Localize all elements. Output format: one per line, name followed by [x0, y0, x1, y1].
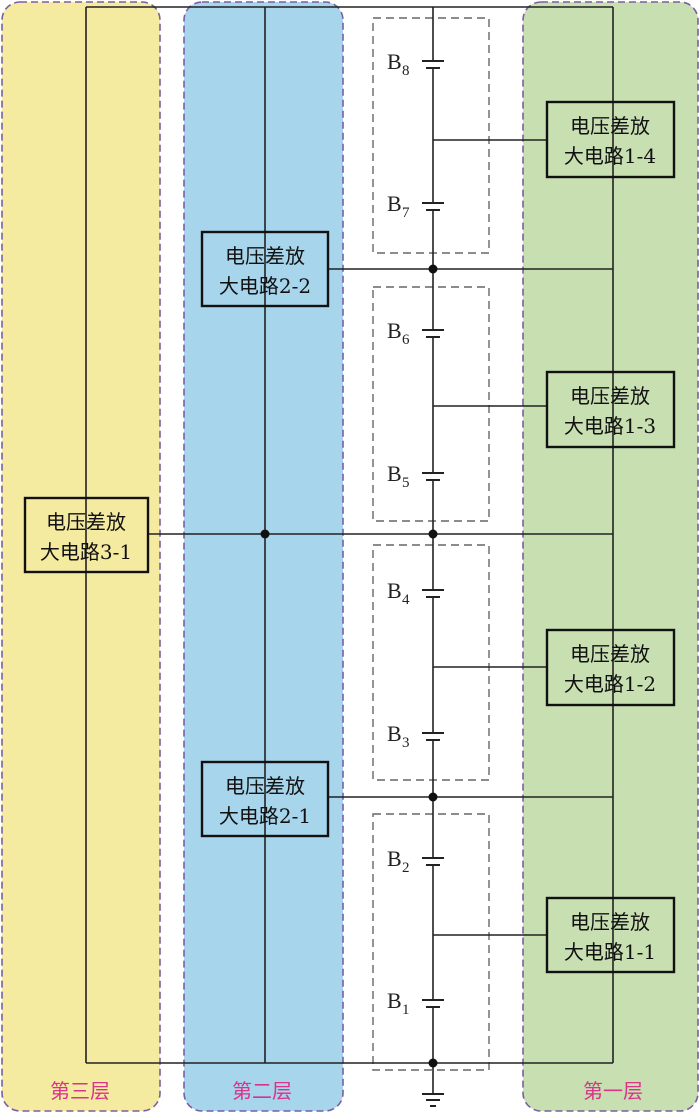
- cell-group-1: [372, 813, 490, 1071]
- cell-label: B: [387, 49, 402, 74]
- cell-label-subscript: 4: [402, 592, 410, 608]
- ground-icon: [422, 1093, 444, 1107]
- amp-label: 大电路2-2: [219, 274, 311, 298]
- cell-label: B: [387, 191, 402, 216]
- cell-group-3: [372, 286, 490, 522]
- layer2-panel: [183, 1, 344, 1112]
- amp-label: 电压差放: [570, 384, 650, 408]
- cell-group-4: [372, 17, 490, 254]
- amp-label: 大电路2-1: [219, 804, 311, 828]
- layer3-label: 第三层: [50, 1079, 110, 1103]
- cell-label-subscript: 6: [402, 332, 410, 348]
- layer3-panel: [1, 1, 161, 1112]
- amp-1-1: 电压差放 大电路1-1: [545, 896, 676, 974]
- cell-label: B: [387, 318, 402, 343]
- amp-2-2: 电压差放 大电路2-2: [200, 230, 330, 308]
- amp-2-1: 电压差放 大电路2-1: [200, 760, 330, 838]
- cell-label-subscript: 7: [402, 205, 410, 221]
- cell-label-subscript: 2: [402, 860, 410, 876]
- amp-label: 电压差放: [225, 774, 305, 798]
- junction-dot: [428, 529, 438, 539]
- junction-dot: [428, 1058, 438, 1068]
- amp-label: 电压差放: [225, 244, 305, 268]
- cell-label-subscript: 5: [402, 475, 410, 491]
- amp-label: 大电路1-4: [564, 144, 656, 168]
- layer1-label: 第一层: [583, 1079, 643, 1103]
- cell-label: B: [387, 721, 402, 746]
- amp-label: 电压差放: [570, 910, 650, 934]
- cell-label: B: [387, 988, 402, 1013]
- amp-1-3: 电压差放 大电路1-3: [545, 370, 676, 449]
- amp-3-1: 电压差放 大电路3-1: [23, 496, 150, 574]
- amp-label: 大电路1-3: [564, 414, 656, 438]
- layer2-label: 第二层: [232, 1079, 292, 1103]
- amp-1-4: 电压差放 大电路1-4: [545, 100, 676, 179]
- layer1-panel: [522, 1, 699, 1112]
- cell-label-subscript: 3: [402, 735, 410, 751]
- cell-label-subscript: 8: [402, 63, 410, 79]
- amp-label: 大电路1-1: [564, 940, 656, 964]
- cell-label: B: [387, 578, 402, 603]
- cell-group-2: [372, 544, 490, 781]
- amp-label: 大电路3-1: [40, 540, 132, 564]
- amp-label: 电压差放: [570, 114, 650, 138]
- cell-label-subscript: 1: [402, 1002, 410, 1018]
- junctions: [260, 264, 438, 1068]
- amp-label: 电压差放: [46, 510, 126, 534]
- cell-label: B: [387, 846, 402, 871]
- junction-dot: [428, 792, 438, 802]
- amp-label: 电压差放: [570, 642, 650, 666]
- cell-label: B: [387, 461, 402, 486]
- junction-dot: [260, 529, 270, 539]
- junction-dot: [428, 264, 438, 274]
- amp-label: 大电路1-2: [564, 672, 656, 696]
- wires: [85, 6, 614, 1093]
- amp-1-2: 电压差放 大电路1-2: [545, 628, 676, 707]
